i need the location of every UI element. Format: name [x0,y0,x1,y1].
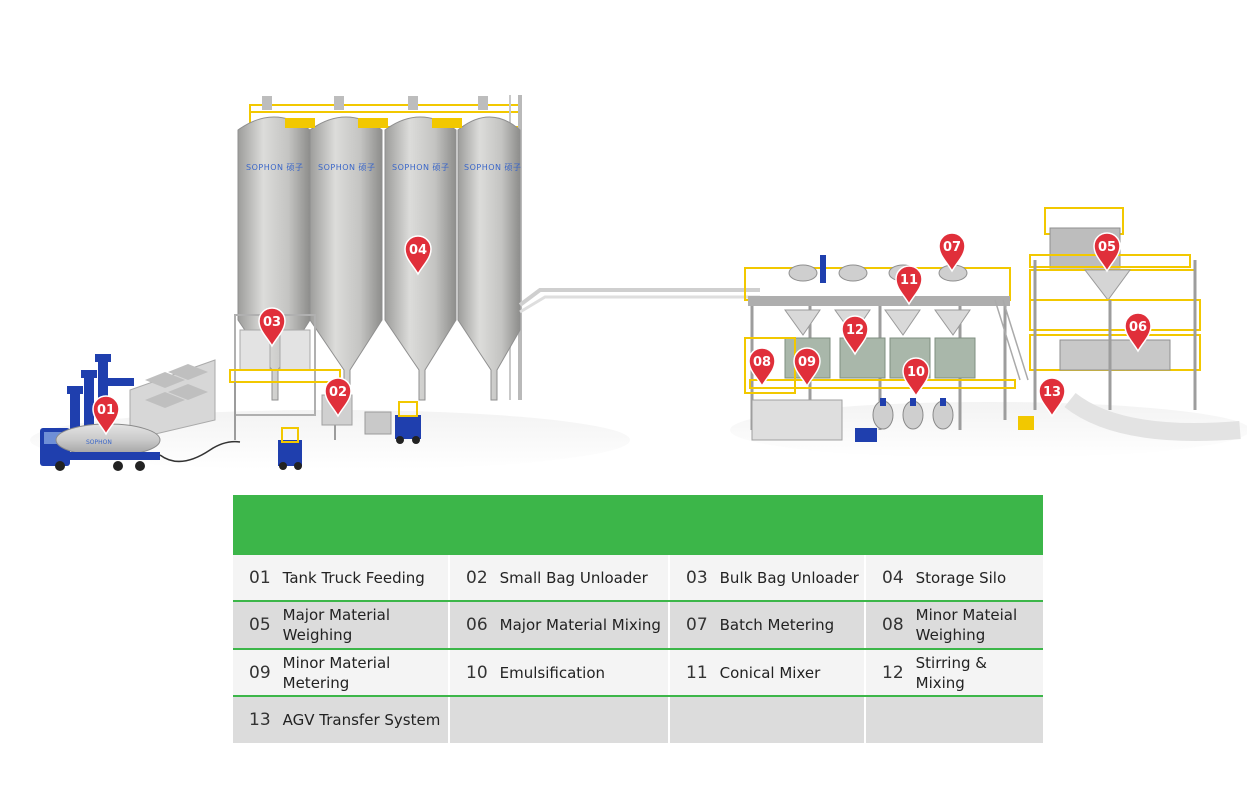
transfer-pipe [518,288,760,314]
silo-1-brand: SOPHON 硕子 [246,163,304,172]
pin-11: 11 [895,265,923,306]
pin-04: 04 [404,235,432,276]
pin-number: 04 [409,243,427,258]
production-line-illustration: SOPHON 硕子 SOPHON 硕子 SOPHON 硕子 SOPHON 硕子 [30,95,1247,471]
empty-cell [450,697,670,743]
pin-number: 01 [97,403,115,418]
pin-12: 12 [841,315,869,356]
pin-number: 08 [753,355,771,370]
silo-4-brand: SOPHON 硕子 [464,163,522,172]
empty-cell [670,697,866,743]
pin-marker [324,377,352,418]
pin-marker [404,235,432,276]
unloading-station [129,314,353,441]
pin-number: 03 [263,315,281,330]
silo-4: SOPHON 硕子 [457,96,522,401]
silo-3-brand: SOPHON 硕子 [392,163,450,172]
pin-marker [793,347,821,388]
empty-cell [866,697,1043,743]
pin-06: 06 [1124,312,1152,353]
pin-number: 05 [1098,240,1116,255]
pin-number: 02 [329,385,347,400]
pin-marker [841,315,869,356]
pin-09: 09 [793,347,821,388]
pin-marker [1124,312,1152,353]
pin-marker [938,232,966,273]
silo-2-brand: SOPHON 硕子 [318,163,376,172]
storage-silos: SOPHON 硕子 SOPHON 硕子 SOPHON 硕子 SOPHON 硕子 [237,95,522,401]
pin-marker [895,265,923,306]
pin-marker [92,395,120,436]
truck-brand: SOPHON [86,439,112,446]
pin-number: 12 [846,323,864,338]
pin-marker [748,347,776,388]
pin-number: 07 [943,240,961,255]
pin-number: 06 [1129,320,1147,335]
pin-marker [1038,377,1066,418]
pin-number: 09 [798,355,816,370]
pin-marker [902,357,930,398]
pin-marker [1093,232,1121,273]
silo-2: SOPHON 硕子 [309,96,383,401]
location-pins: 01 02 03 04 05 06 07 08 09 10 11 12 13 [92,232,1152,436]
pin-number: 11 [900,273,918,288]
pin-13: 13 [1038,377,1066,418]
pin-08: 08 [748,347,776,388]
pin-02: 02 [324,377,352,418]
pin-number: 10 [907,365,925,380]
pin-number: 13 [1043,385,1061,400]
pin-01: 01 [92,395,120,436]
pin-07: 07 [938,232,966,273]
tank-truck: SOPHON [40,423,241,471]
major-weighing-tower [1018,207,1241,441]
pin-10: 10 [902,357,930,398]
forklift-right [364,401,421,444]
pin-03: 03 [258,307,286,348]
pin-05: 05 [1093,232,1121,273]
forklift-left [278,427,302,470]
blue-feed-pipes [67,354,134,436]
pin-marker [258,307,286,348]
